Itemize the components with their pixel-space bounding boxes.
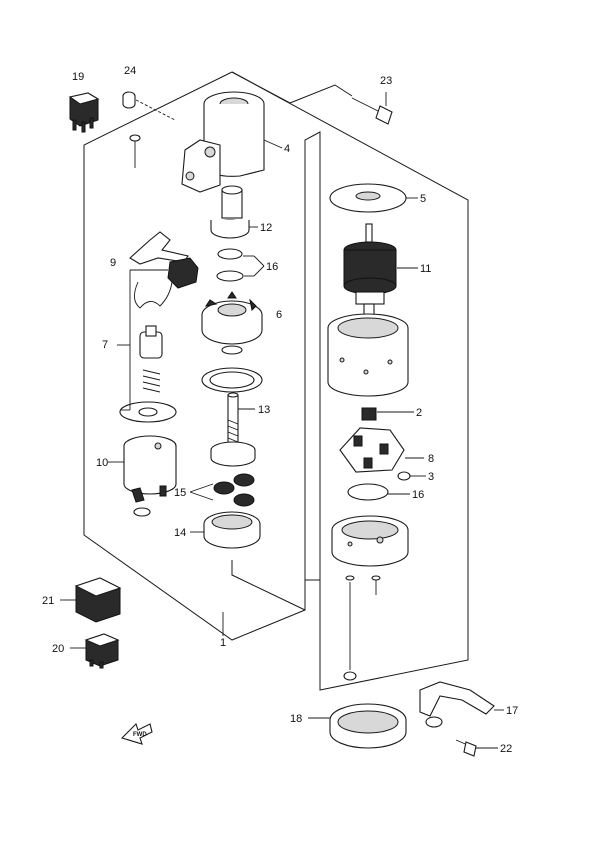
part-2-brush <box>361 407 414 421</box>
callout-19: 19 <box>72 71 84 83</box>
callout-21: 21 <box>42 595 54 607</box>
fwd-arrow-icon: FWD <box>120 722 153 745</box>
callout-18: 18 <box>290 713 302 725</box>
assembly-frame <box>83 71 469 691</box>
callout-4: 4 <box>284 143 290 155</box>
callout-17: 17 <box>506 705 518 717</box>
callout-24: 24 <box>124 65 136 77</box>
fwd-label: FWD <box>133 732 147 738</box>
callout-7: 7 <box>102 339 108 351</box>
callout-6: 6 <box>276 309 282 321</box>
callout-1: 1 <box>220 637 226 649</box>
callout-15: 15 <box>174 487 186 499</box>
part-16-snap-rings <box>216 248 265 282</box>
yoke-field-frame <box>327 313 409 397</box>
part-3-nut <box>397 471 426 481</box>
callout-16-upper: 16 <box>266 261 278 273</box>
through-bolt <box>343 575 381 681</box>
part-7-plunger-group <box>117 257 199 423</box>
part-4-front-housing <box>181 91 283 193</box>
part-5-washer <box>329 183 418 213</box>
part-6-gear-carrier <box>201 291 263 345</box>
part-15-planet-gears <box>189 473 255 507</box>
callout-14: 14 <box>174 527 186 539</box>
part-24-bushing <box>122 91 176 121</box>
callout-13: 13 <box>258 404 270 416</box>
rear-end-cover <box>331 515 409 567</box>
callout-5: 5 <box>420 193 426 205</box>
part-9-shift-lever <box>129 231 189 265</box>
callout-8: 8 <box>428 453 434 465</box>
part-14-internal-gear <box>190 511 261 549</box>
part-23-bolt <box>351 92 393 125</box>
part-19-relay <box>68 92 100 133</box>
callout-12: 12 <box>260 222 272 234</box>
part-20-relay <box>70 633 120 669</box>
housing-bolt <box>129 134 141 168</box>
callout-22: 22 <box>500 743 512 755</box>
part-16-washer <box>347 483 410 501</box>
callout-16-lower: 16 <box>412 489 424 501</box>
ring-gear-gasket <box>201 345 263 393</box>
part-8-brush-holder <box>339 427 424 473</box>
callout-2: 2 <box>416 407 422 419</box>
part-21-relay <box>60 577 122 623</box>
part-18-rubber-band <box>308 703 407 749</box>
callout-9: 9 <box>110 257 116 269</box>
part-10-solenoid <box>108 435 177 517</box>
part-22-bolt <box>455 739 498 757</box>
callout-23: 23 <box>380 75 392 87</box>
callout-20: 20 <box>52 643 64 655</box>
callout-3: 3 <box>428 471 434 483</box>
callout-11: 11 <box>420 263 431 275</box>
part-11-armature <box>343 223 418 319</box>
part-13-shaft <box>210 392 256 467</box>
part-12-pinion <box>210 185 258 239</box>
callout-10: 10 <box>96 457 108 469</box>
part-17-clamp <box>419 681 504 728</box>
